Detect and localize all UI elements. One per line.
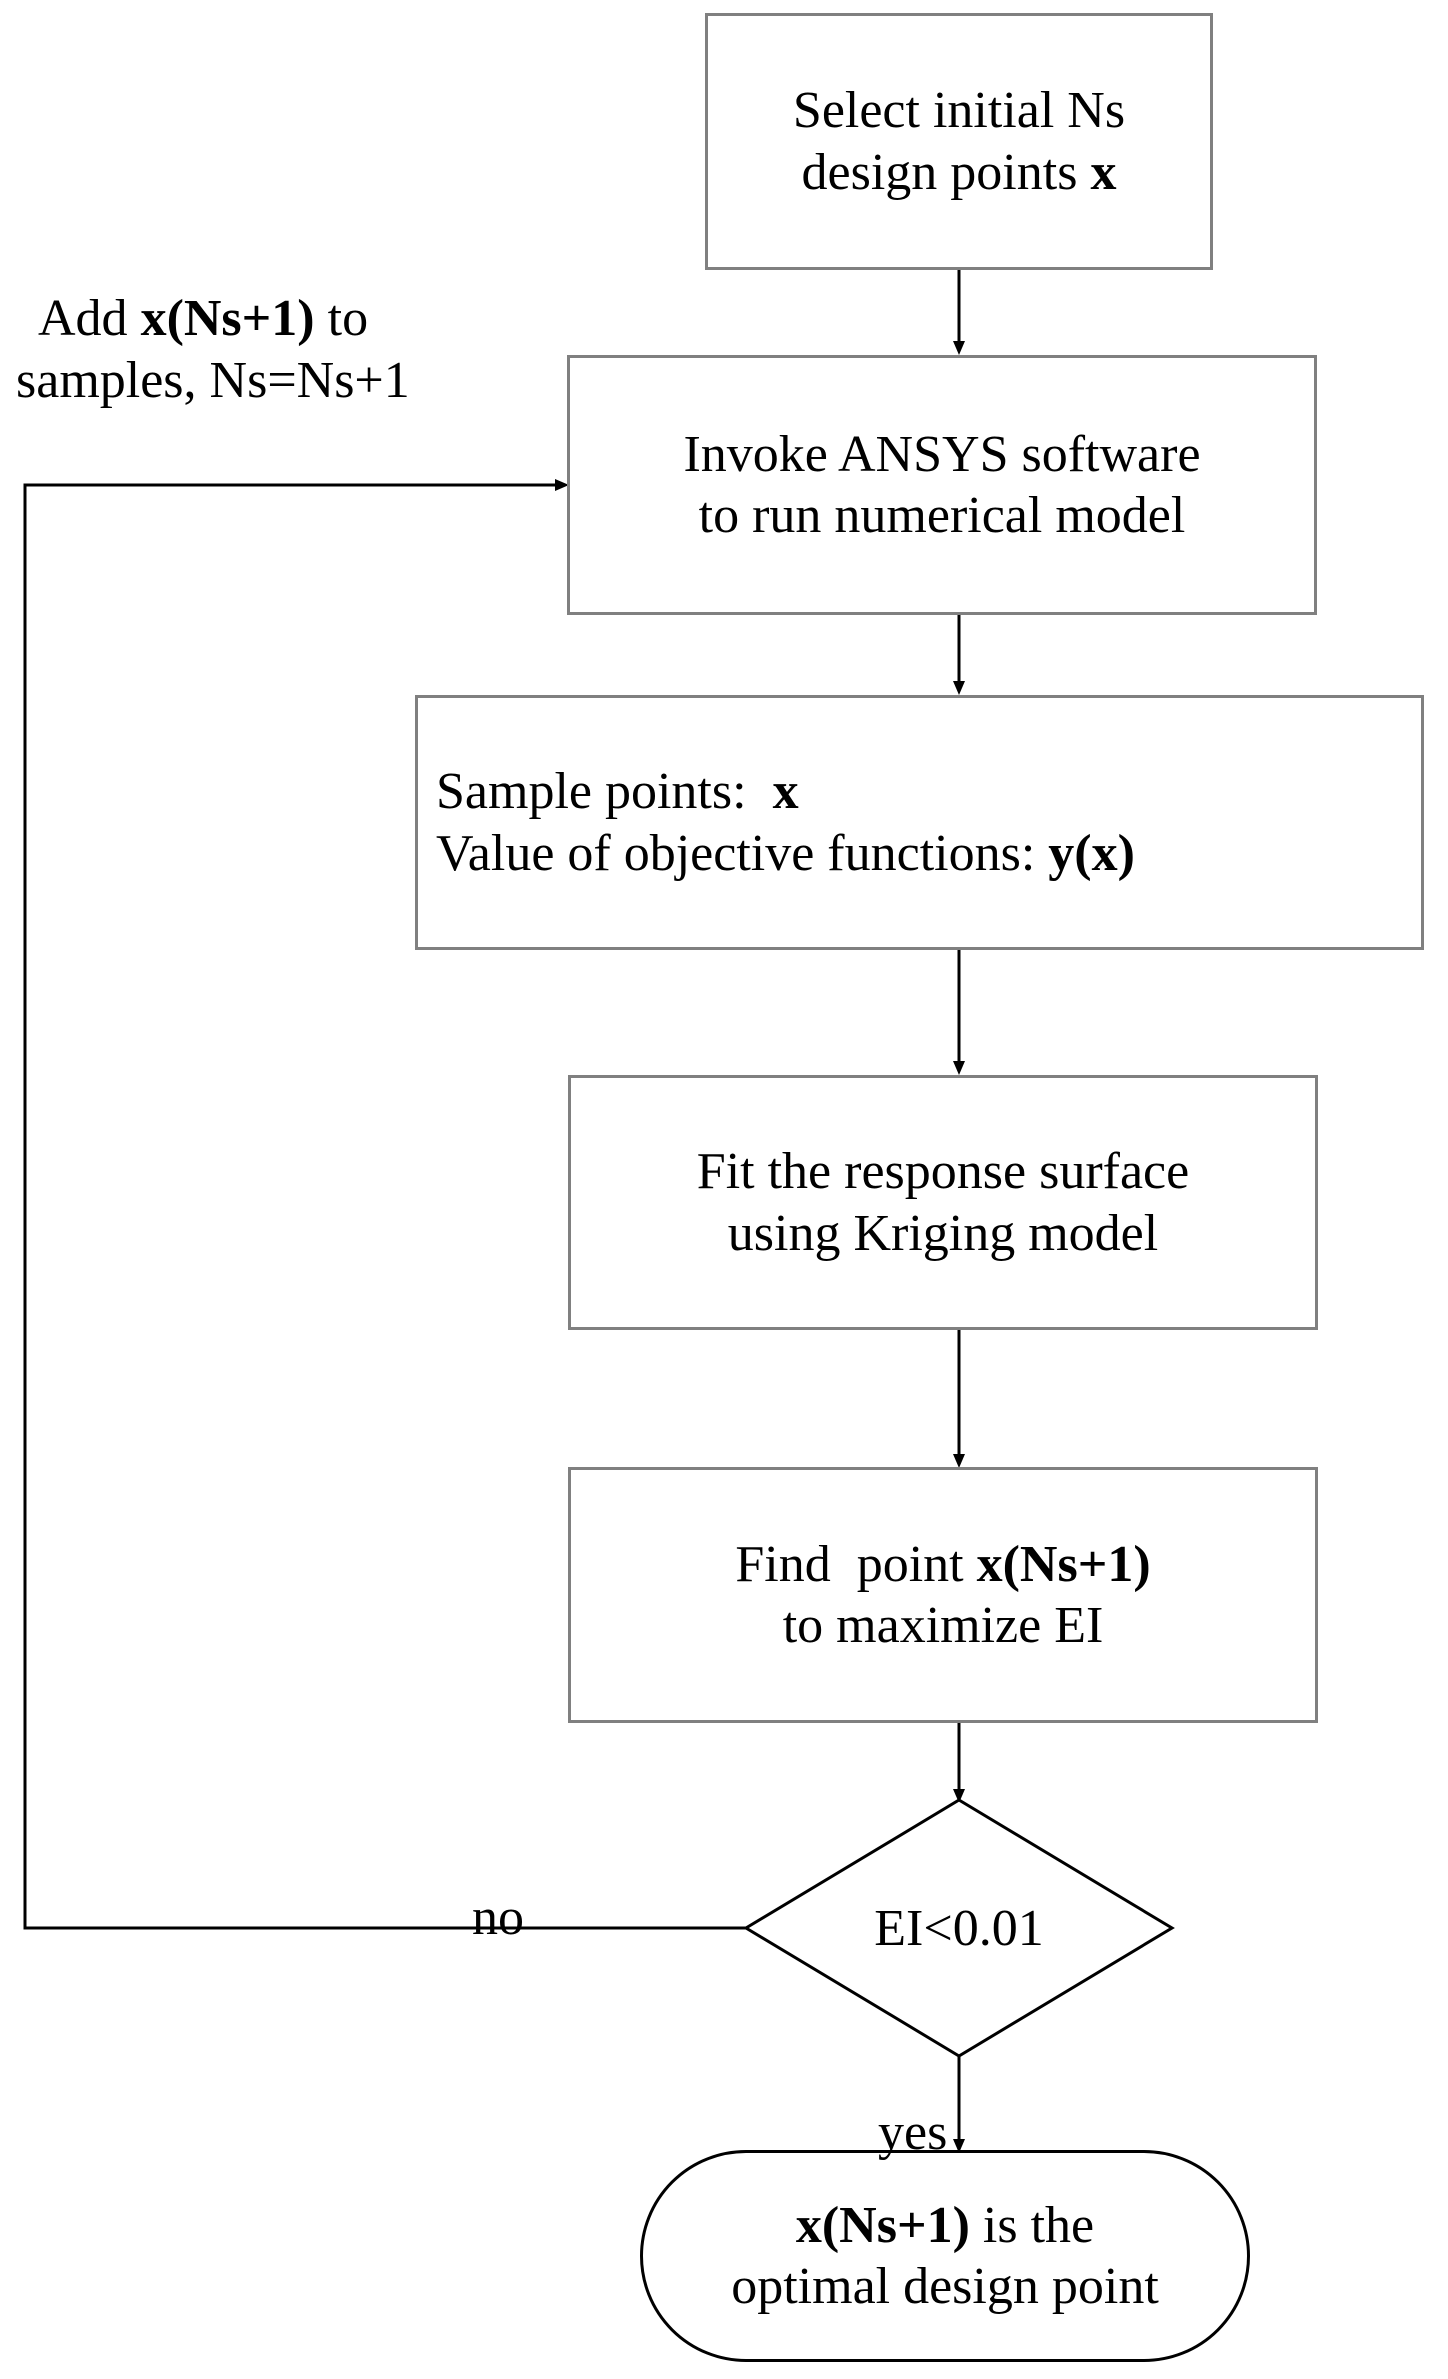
node-find-point-line1: Find point x(Ns+1) [735, 1534, 1150, 1595]
node-select-initial-points-line2: design points x [802, 142, 1117, 203]
node-decision-label: EI<0.01 [874, 1899, 1044, 1957]
node-find-point-line1-text: Find point [735, 1535, 977, 1593]
node-sample-values: Sample points: x Value of objective func… [415, 695, 1424, 950]
node-optimal-design-point-line2: optimal design point [731, 2258, 1159, 2315]
feedback-loop-label-line1: Add x(Ns+1) to [38, 288, 558, 350]
node-invoke-ansys-line1: Invoke ANSYS software [683, 425, 1201, 483]
node-fit-response-surface-line2: using Kriging model [727, 1204, 1159, 1262]
node-select-initial-points: Select initial Ns design points x [705, 13, 1213, 270]
node-sample-values-line1-text: Sample points: [436, 763, 773, 821]
node-find-point-line2: to maximize EI [782, 1597, 1104, 1654]
feedback-loop-label-line1-bold: x(Ns+1) [140, 290, 315, 347]
feedback-loop-label: Add x(Ns+1) to samples, Ns=Ns+1 [16, 288, 558, 413]
feedback-loop-label-line1-text: Add [38, 290, 141, 347]
feedback-loop-label-line1-suffix: to [314, 290, 369, 347]
node-fit-response-surface: Fit the response surface using Kriging m… [568, 1075, 1318, 1330]
node-optimal-design-point-line1: x(Ns+1) is the [796, 2195, 1094, 2256]
node-find-point-line1-bold: x(Ns+1) [976, 1535, 1151, 1593]
node-optimal-design-point-line1-bold: x(Ns+1) [795, 2196, 970, 2254]
node-optimal-design-point-line1-text: is the [969, 2196, 1095, 2254]
node-fit-response-surface-line1: Fit the response surface [696, 1143, 1190, 1201]
node-sample-values-line2: Value of objective functions: y(x) [436, 823, 1403, 884]
node-select-initial-points-line1: Select initial Ns [792, 82, 1126, 140]
node-invoke-ansys-line2: to run numerical model [698, 487, 1186, 544]
feedback-loop-label-line2: samples, Ns=Ns+1 [16, 352, 410, 410]
node-select-initial-points-line2-bold: x [1090, 143, 1117, 201]
node-select-initial-points-line2-text: design points [801, 143, 1091, 201]
edge-label-yes-text: yes [878, 2104, 948, 2161]
node-decision-ei-threshold: EI<0.01 [746, 1880, 1172, 1976]
node-sample-values-line2-bold: y(x) [1048, 824, 1135, 882]
node-sample-values-line1-bold: x [772, 763, 799, 821]
node-optimal-design-point: x(Ns+1) is the optimal design point [640, 2150, 1250, 2362]
edge-label-no: no [420, 1840, 524, 1996]
node-find-point: Find point x(Ns+1) to maximize EI [568, 1467, 1318, 1723]
edge-label-yes: yes [826, 2055, 947, 2211]
node-invoke-ansys: Invoke ANSYS software to run numerical m… [567, 355, 1317, 615]
edge-label-no-text: no [472, 1889, 524, 1946]
node-sample-values-line2-text: Value of objective functions: [436, 824, 1049, 882]
node-sample-values-line1: Sample points: x [436, 761, 1403, 822]
